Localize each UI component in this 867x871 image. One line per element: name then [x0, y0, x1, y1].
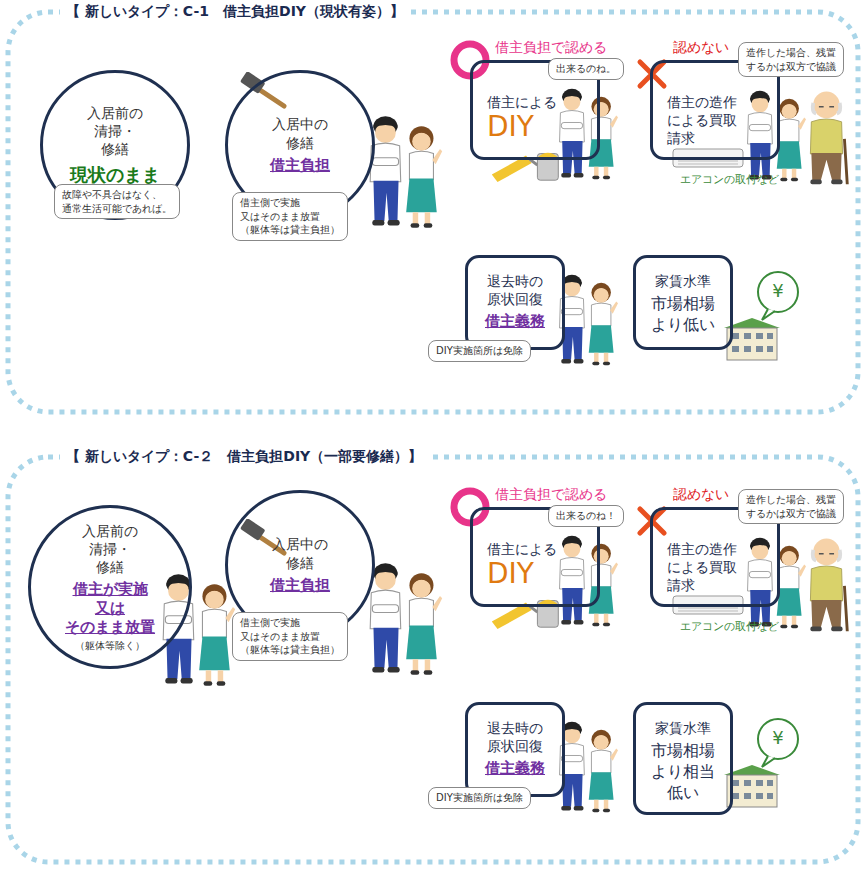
info-box: 退去時の 原状回復借主義務 [465, 702, 565, 797]
info-box: 家賃水準市場相場 より低い [633, 255, 733, 350]
panel-title: 【 新しいタイプ：C-1 借主負担DIY（現状有姿）】 [60, 2, 410, 20]
node-text: 入居前の 清掃・修繕 [87, 104, 143, 159]
node-text: 家賃水準 [655, 272, 711, 290]
node-text: 借主負担で認める [495, 485, 607, 503]
speech-bubble: 造作した場合、残置 するかは双方で協議 [738, 42, 844, 77]
speech-bubble: DIY実施箇所は免除 [428, 340, 531, 362]
stage-circle: 入居前の 清掃・修繕借主が実施 又は そのまま放置 （躯体等除く） [28, 505, 192, 669]
node-text: 市場相場 より低い [651, 294, 715, 336]
node-text: 借主負担 [270, 576, 330, 595]
node-text: 入居前の 清掃・修繕 [82, 522, 138, 577]
node-text: 借主側で実施 又はそのまま放置 （躯体等は貸主負担） [240, 616, 340, 657]
info-box: 退去時の 原状回復借主義務 [465, 255, 565, 350]
node-text: 市場相場 より相当 低い [651, 741, 715, 803]
node-text: （躯体等除く） [75, 639, 145, 652]
speech-bubble: 出来るのね！ [548, 505, 624, 527]
node-text: 借主義務 [485, 759, 545, 779]
panel-2-art [163, 491, 847, 812]
node-text: 故障や不具合はなく、 通常生活可能であれば。 [62, 188, 172, 215]
info-box: 家賃水準市場相場 より相当 低い [633, 702, 733, 815]
node-text: 借主の造作 による買取 請求 [667, 540, 737, 595]
node-text: DIY [487, 111, 534, 143]
node-text: 出来るのね。 [556, 62, 616, 76]
node-text: 入居中の 修繕 [272, 535, 328, 571]
speech-bubble: DIY実施箇所は免除 [428, 787, 531, 809]
caption-note: エアコンの取付など [680, 172, 779, 187]
yen-symbol: ¥ [766, 280, 790, 301]
node-text: 造作した場合、残置 するかは双方で協議 [746, 493, 836, 520]
panel: 【 新しいタイプ：C-1 借主負担DIY（現状有姿）】入居前の 清掃・修繕現状の… [8, 12, 858, 412]
node-text: 出来るのね！ [556, 509, 616, 523]
panel-border [8, 12, 858, 412]
speech-bubble: 借主側で実施 又はそのまま放置 （躯体等は貸主負担） [232, 192, 348, 241]
panel-title: 【 新しいタイプ：C-２ 借主負担DIY（一部要修繕）】 [60, 447, 428, 465]
node-text: 借主負担で認める [495, 38, 607, 56]
panel: 【 新しいタイプ：C-２ 借主負担DIY（一部要修繕）】入居前の 清掃・修繕借主… [8, 457, 858, 862]
node-text: 認めない [673, 485, 729, 503]
node-text: 借主が実施 又は そのまま放置 [65, 580, 155, 636]
caption-note: エアコンの取付など [680, 619, 779, 634]
node-text: 借主による [487, 540, 557, 558]
node-text: DIY実施箇所は免除 [436, 791, 523, 805]
circle-content: 入居前の 清掃・修繕借主が実施 又は そのまま放置 （躯体等除く） [31, 508, 189, 666]
node-text: 退去時の 原状回復 [487, 719, 543, 755]
node-text: DIY実施箇所は免除 [436, 344, 523, 358]
node-text: 退去時の 原状回復 [487, 272, 543, 308]
node-text: 借主による [487, 93, 557, 111]
node-text: 造作した場合、残置 するかは双方で協議 [746, 46, 836, 73]
node-text: DIY [487, 558, 534, 590]
panel-border [8, 457, 858, 862]
node-text: 借主負担 [270, 156, 330, 175]
node-text: 借主側で実施 又はそのまま放置 （躯体等は貸主負担） [240, 196, 340, 237]
node-text: 現状のまま [70, 163, 160, 186]
node-text: 借主義務 [485, 312, 545, 332]
node-text: 入居中の 修繕 [272, 115, 328, 151]
yen-symbol: ¥ [766, 727, 790, 748]
node-text: 借主の造作 による買取 請求 [667, 93, 737, 148]
node-text: 認めない [673, 38, 729, 56]
speech-bubble: 出来るのね。 [548, 58, 624, 80]
speech-bubble: 借主側で実施 又はそのまま放置 （躯体等は貸主負担） [232, 612, 348, 661]
node-text: 家賃水準 [655, 719, 711, 737]
speech-bubble: 造作した場合、残置 するかは双方で協議 [738, 489, 844, 524]
speech-bubble: 故障や不具合はなく、 通常生活可能であれば。 [54, 184, 180, 219]
